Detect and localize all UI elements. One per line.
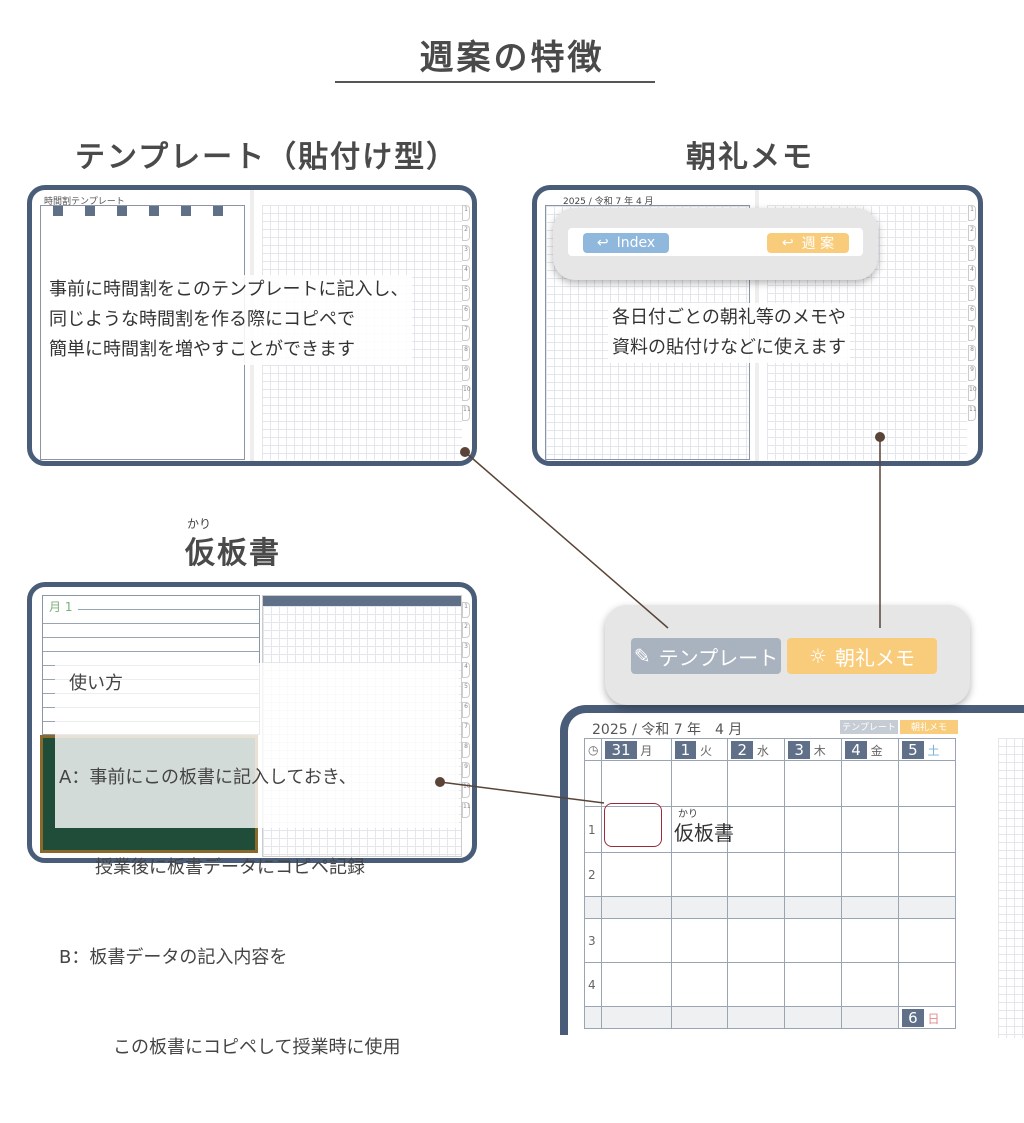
template-button-label: テンプレート bbox=[658, 645, 779, 670]
morning-note: 各日付ごとの朝礼等のメモや 資料の貼付けなどに使えます bbox=[608, 303, 850, 363]
period-row: 2 bbox=[583, 852, 956, 897]
template-note: 事前に時間割をこのテンプレートに記入し、 同じような時間割を作る際にコピペで 簡… bbox=[45, 275, 413, 365]
morning-heading: 朝礼メモ bbox=[686, 140, 814, 175]
note-line: 事前に時間割をこのテンプレートに記入し、 bbox=[49, 279, 409, 300]
pin-board bbox=[435, 777, 445, 787]
usage-line: A：事前にこの板書に記入しておき、 bbox=[59, 767, 357, 788]
weekly-label: 週 案 bbox=[801, 236, 835, 252]
pin-template bbox=[460, 447, 470, 457]
planner-board-label: 仮板書 bbox=[674, 821, 734, 845]
board-heading: 仮板書 bbox=[185, 536, 281, 571]
template-edit-icon: ✎ bbox=[633, 644, 651, 668]
note-line: 同じような時間割を作る際にコピペで bbox=[49, 309, 355, 330]
template-heading: テンプレート（貼付け型） bbox=[75, 140, 459, 175]
morning-button-label: 朝礼メモ bbox=[834, 645, 915, 670]
day-header-row: ◷ 31 月 1 火 2 水 3 木 4 金 5 土 bbox=[583, 738, 956, 761]
month-label: 月 1 bbox=[43, 600, 79, 614]
usage-line: 授業後に板書データにコピペ記録 bbox=[59, 857, 365, 878]
period-row: 3 bbox=[583, 918, 956, 963]
morning-date: 2025 / 令和 7 年 4 月 bbox=[563, 197, 654, 207]
day-header[interactable]: 1 火 bbox=[670, 738, 729, 761]
index-button[interactable]: ↩ Index bbox=[583, 233, 669, 253]
note-line: 簡単に時間割を増やすことができます bbox=[49, 339, 355, 360]
planner-date: 2025 / 令和 7 年 4 月 bbox=[592, 722, 743, 738]
return-arrow-icon: ↩ bbox=[596, 235, 609, 251]
title-underline bbox=[335, 81, 655, 83]
day-header[interactable]: 2 水 bbox=[727, 738, 786, 761]
note-line: 各日付ごとの朝礼等のメモや bbox=[612, 307, 846, 328]
connector-lines bbox=[435, 432, 885, 804]
connector-template bbox=[464, 451, 669, 629]
clock-icon: ◷ bbox=[583, 738, 603, 761]
mini-template-button[interactable]: テンプレート bbox=[840, 720, 898, 734]
usage-title: 使い方 bbox=[69, 673, 123, 694]
planner-grid-page bbox=[998, 738, 1024, 1038]
mini-morning-button[interactable]: 朝礼メモ bbox=[900, 720, 958, 734]
return-arrow-icon: ↩ bbox=[781, 235, 794, 251]
morning-button[interactable]: ☼ 朝礼メモ bbox=[787, 638, 937, 674]
callout-bubble: ✎ テンプレート ☼ 朝礼メモ bbox=[605, 605, 970, 705]
page-title: 週案の特徴 bbox=[419, 38, 605, 78]
period-row: 4 bbox=[583, 962, 956, 1007]
morning-zoom-bubble: ↩ Index ↩ 週 案 bbox=[553, 208, 878, 280]
weekly-table: ◷ 31 月 1 火 2 水 3 木 4 金 5 土 1 2 3 4 6 日 bbox=[583, 738, 956, 1029]
template-button[interactable]: ✎ テンプレート bbox=[631, 638, 781, 674]
template-page-label: 時間割テンプレート bbox=[44, 197, 125, 207]
board-usage-note: 使い方 A：事前にこの板書に記入しておき、 授業後に板書データにコピペ記録 B：… bbox=[55, 663, 459, 1058]
day-header[interactable]: 5 土 bbox=[898, 738, 956, 761]
weekly-planner: 2025 / 令和 7 年 4 月 テンプレート 朝礼メモ ◷ 31 月 1 火… bbox=[560, 705, 1024, 1038]
usage-line: この板書にコピペして授業時に使用 bbox=[59, 1037, 401, 1058]
board-ruby: かり bbox=[187, 517, 212, 531]
index-label: Index bbox=[616, 235, 656, 251]
usage-line: B：板書データの記入内容を bbox=[59, 947, 288, 968]
note-line: 資料の貼付けなどに使えます bbox=[612, 337, 846, 358]
pin-morning bbox=[875, 432, 885, 442]
board-cell-highlight[interactable] bbox=[604, 803, 662, 847]
sunrise-icon: ☼ bbox=[809, 644, 827, 668]
weekly-button[interactable]: ↩ 週 案 bbox=[767, 233, 849, 253]
connector-board bbox=[439, 781, 605, 804]
planner-ruby: かり bbox=[678, 809, 698, 820]
